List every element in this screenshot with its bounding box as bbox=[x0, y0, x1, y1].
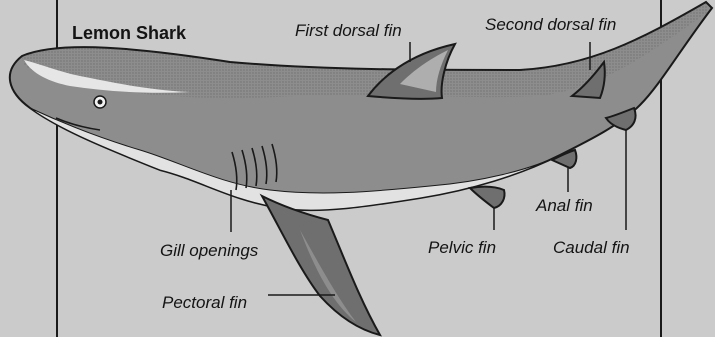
label-second-dorsal-fin: Second dorsal fin bbox=[485, 16, 616, 33]
pectoral-fin-shape bbox=[262, 196, 380, 335]
label-caudal-fin: Caudal fin bbox=[553, 239, 630, 256]
label-anal-fin: Anal fin bbox=[536, 197, 593, 214]
label-pelvic-fin: Pelvic fin bbox=[428, 239, 496, 256]
label-first-dorsal-fin: First dorsal fin bbox=[295, 22, 402, 39]
pelvic-fin-shape bbox=[470, 187, 505, 208]
diagram-title: Lemon Shark bbox=[72, 24, 186, 42]
label-gill-openings: Gill openings bbox=[160, 242, 258, 259]
label-pectoral-fin: Pectoral fin bbox=[162, 294, 247, 311]
shark-eye bbox=[94, 96, 106, 108]
